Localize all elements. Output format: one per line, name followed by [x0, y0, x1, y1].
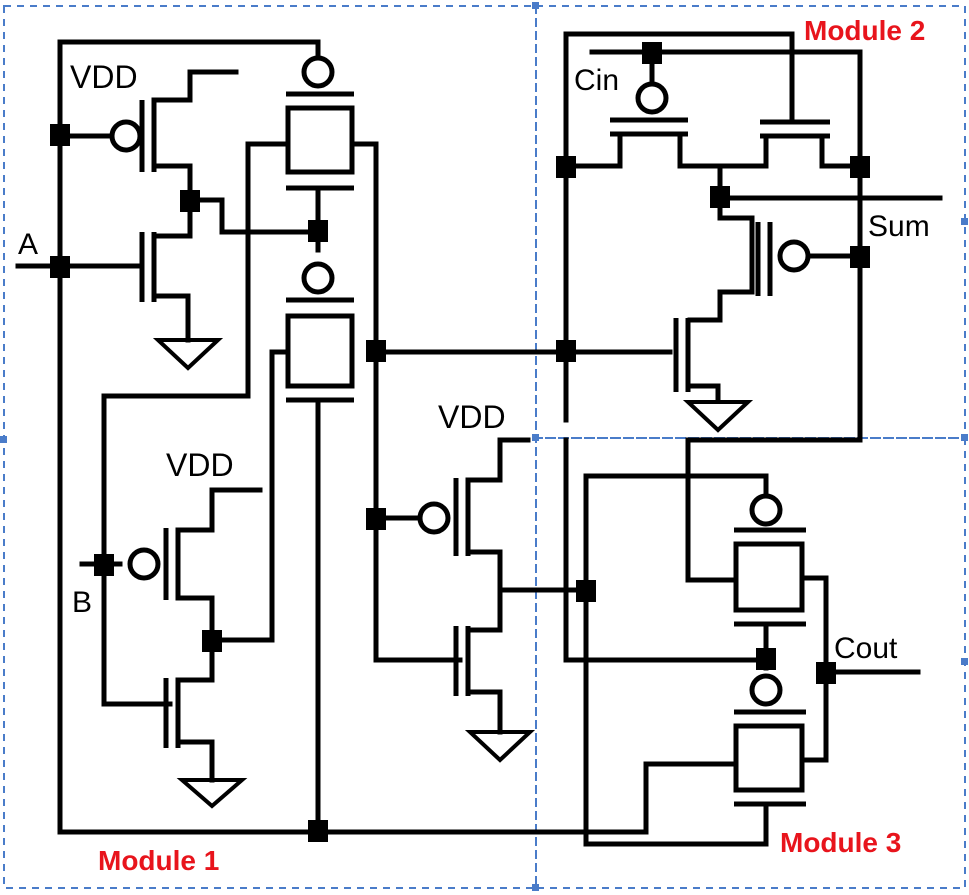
- input-cin-label: Cin: [574, 64, 619, 97]
- vdd-label-m1-bottom: VDD: [166, 447, 234, 483]
- module-3-label: Module 3: [780, 827, 901, 858]
- pmos-b-bubble: [127, 547, 161, 581]
- ground-symbol-m2: [682, 400, 754, 433]
- tg1-bubble: [301, 55, 335, 89]
- vdd-label-m1-top: VDD: [70, 59, 138, 95]
- module-1-circuit: [15, 39, 673, 842]
- output-sum-label: Sum: [868, 210, 930, 243]
- input-b-label: B: [72, 586, 92, 619]
- tg2-bubble: [301, 261, 335, 295]
- module-2-boundary: [535, 5, 966, 439]
- input-a-label: A: [18, 228, 38, 261]
- ground-symbol-m1b: [176, 778, 248, 809]
- tg4-bubble: [749, 673, 783, 707]
- cin-pmos-bubble: [635, 81, 669, 115]
- module-1-boundary: [3, 5, 537, 889]
- ground-symbol-m1a: [152, 338, 224, 371]
- pmos-mid-bubble: [417, 501, 451, 535]
- output-cout-label: Cout: [834, 632, 898, 665]
- vdd-label-m1-middle: VDD: [438, 399, 506, 435]
- sum-pmos-bubble: [777, 239, 811, 273]
- module-1-label: Module 1: [98, 845, 219, 876]
- pmos-a-bubble: [109, 119, 143, 153]
- module-2-circuit: [556, 31, 943, 583]
- module-3-circuit: [315, 437, 921, 847]
- ground-symbol-m1c: [464, 730, 536, 763]
- tg3-bubble: [749, 493, 783, 527]
- module-2-label: Module 2: [804, 15, 925, 46]
